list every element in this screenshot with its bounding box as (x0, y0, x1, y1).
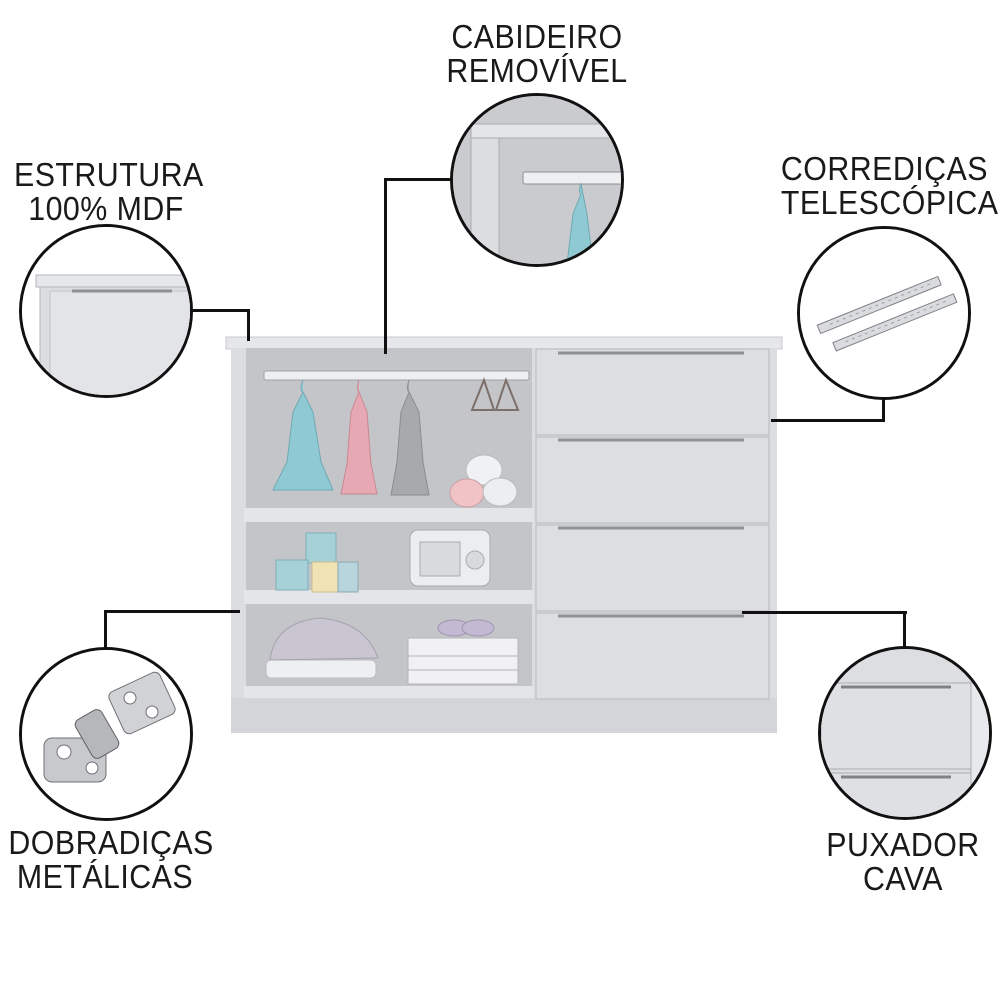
rolled-towels (449, 454, 518, 508)
toy-radio (409, 529, 491, 587)
folded-clothes (265, 617, 379, 679)
leader-puxador-v (903, 611, 906, 649)
leader-estrutura-v (247, 309, 250, 341)
detail-circle-estrutura (19, 224, 193, 398)
label-cabideiro-line1: CABIDEIRO (451, 18, 623, 55)
hanger-empty-1 (470, 377, 496, 411)
leader-dobradicas-v (104, 610, 107, 650)
dress-grey (390, 379, 430, 496)
label-dobradicas-line2: METÁLICAS (16, 858, 194, 895)
shelf-upper (244, 508, 534, 522)
hanger-empty-2 (494, 377, 520, 411)
drawer-3[interactable] (535, 524, 770, 612)
hanging-rod (263, 370, 530, 381)
leader-corredicas-v (882, 398, 885, 422)
detail-circle-puxador (818, 646, 992, 820)
detail-circle-cabideiro (450, 93, 624, 267)
label-corredicas-line1: CORREDIÇAS (780, 150, 988, 187)
leader-cabideiro-h (384, 178, 454, 181)
cabinet-bottom-inner (244, 686, 534, 698)
shelf-middle (244, 590, 534, 604)
label-corredicas-line2: TELESCÓPICA (780, 184, 999, 221)
label-cabideiro: CABIDEIRO REMOVÍVEL (440, 20, 633, 88)
label-estrutura-line2: 100% MDF (28, 190, 184, 227)
label-estrutura: ESTRUTURA 100% MDF (14, 156, 204, 227)
cabinet-top (225, 336, 783, 350)
drawer-2[interactable] (535, 436, 770, 524)
label-dobradicas: DOBRADIÇAS METÁLICAS (8, 824, 214, 895)
cabinet-plinth (231, 698, 777, 733)
label-puxador-line1: PUXADOR (826, 826, 980, 863)
label-dobradicas-line1: DOBRADIÇAS (8, 824, 214, 861)
leader-estrutura-h (190, 309, 250, 312)
leader-cabideiro-v (384, 178, 387, 354)
drawer-stack (535, 348, 770, 700)
dress-blue (272, 379, 334, 491)
shoes-and-boxes (407, 619, 519, 685)
dress-pink (340, 379, 378, 495)
label-puxador-line2: CAVA (862, 860, 944, 897)
leader-dobradicas-h (104, 610, 240, 613)
leader-corredicas-h (771, 419, 885, 422)
label-corredicas: CORREDIÇAS TELESCÓPICA (780, 150, 999, 221)
drawer-1[interactable] (535, 348, 770, 436)
detail-circle-corredicas (797, 226, 971, 400)
drawer-4[interactable] (535, 612, 770, 700)
label-puxador: PUXADOR CAVA (817, 828, 988, 896)
label-cabideiro-line2: REMOVÍVEL (446, 52, 628, 89)
label-estrutura-line1: ESTRUTURA (14, 156, 204, 193)
toy-blocks (275, 532, 359, 593)
leader-puxador-h (742, 611, 907, 614)
detail-circle-dobradicas (19, 647, 193, 821)
